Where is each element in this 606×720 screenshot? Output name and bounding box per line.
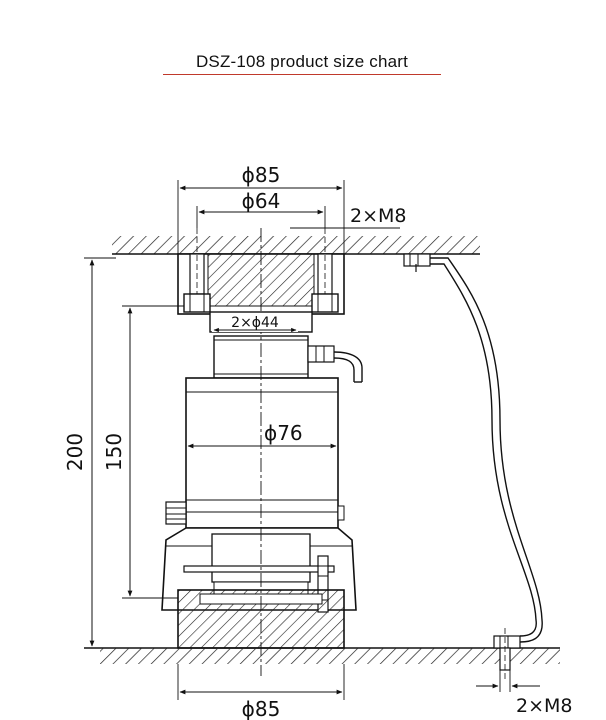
cable-connector bbox=[307, 345, 363, 383]
label-body-height: 150 bbox=[102, 433, 126, 471]
dim-holes: 2×ϕ44 bbox=[212, 314, 298, 333]
label-total-height: 200 bbox=[63, 433, 87, 471]
dim-total-height: 200 bbox=[63, 257, 116, 647]
cable-loop bbox=[430, 257, 543, 643]
chart-title: DSZ-108 product size chart bbox=[195, 52, 409, 71]
sensor-body bbox=[165, 377, 345, 529]
title-underline bbox=[163, 74, 441, 75]
label-top-inner-dia: ϕ64 bbox=[242, 189, 281, 213]
label-bottom-dia: ϕ85 bbox=[242, 697, 281, 720]
dim-top-bolts: 2×M8 bbox=[290, 205, 407, 229]
dim-bottom-dia: ϕ85 bbox=[177, 664, 345, 720]
dim-top-outer: ϕ85 bbox=[177, 163, 345, 254]
label-holes: 2×ϕ44 bbox=[231, 315, 279, 331]
top-clamp bbox=[403, 253, 431, 272]
dim-bottom-bolts: 2×M8 bbox=[476, 670, 573, 717]
dim-top-inner: ϕ64 bbox=[196, 189, 326, 228]
ceiling-mount bbox=[112, 236, 480, 255]
ground-clamp bbox=[493, 628, 521, 680]
dim-body-dia: ϕ76 bbox=[187, 421, 337, 449]
dim-body-height: 150 bbox=[102, 305, 184, 599]
title-block: DSZ-108 product size chart bbox=[163, 52, 441, 72]
ground-mount bbox=[84, 647, 560, 664]
label-top-outer-dia: ϕ85 bbox=[242, 163, 281, 187]
label-body-dia: ϕ76 bbox=[264, 421, 303, 445]
label-top-bolts: 2×M8 bbox=[350, 205, 407, 227]
label-bottom-bolts: 2×M8 bbox=[516, 695, 573, 717]
